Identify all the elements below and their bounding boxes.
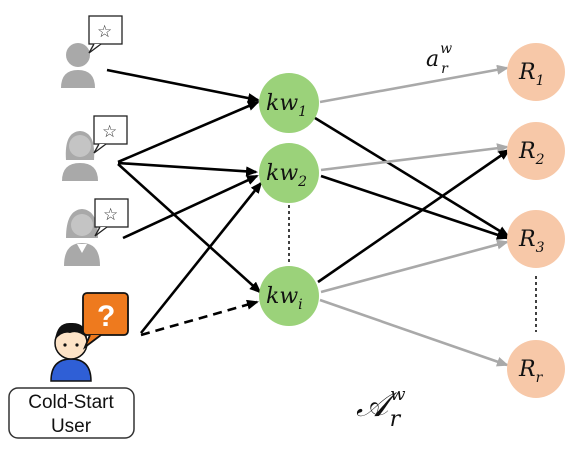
result-3-sub: 3: [536, 240, 545, 256]
keyword-node-1: kw1: [259, 73, 319, 133]
edge-kw2-r2: [320, 143, 509, 172]
keyword-i-sub: i: [298, 297, 302, 313]
result-node-1: R1: [507, 43, 565, 101]
keyword-i-base: kw: [266, 284, 298, 309]
keyword-node-i: kwi: [259, 266, 319, 326]
result-1-sub: 1: [536, 73, 545, 89]
result-1-base: R: [518, 60, 536, 85]
edge-kw2-r3: [320, 174, 509, 240]
svg-text:R3: R3: [518, 227, 545, 256]
rating-bubble-1: ☆: [88, 15, 123, 54]
edge-user2-kwi: [117, 163, 262, 294]
star-icon: ☆: [103, 205, 118, 225]
question-mark-icon: ?: [97, 300, 115, 333]
cold-start-line-1: Cold-Start: [28, 392, 114, 413]
user-avatar-2: [62, 131, 98, 181]
result-r-base: R: [518, 357, 536, 382]
user-to-keyword-edges: [106, 68, 263, 337]
star-icon: ☆: [97, 22, 112, 42]
rating-bubble-2: ☆: [93, 115, 128, 154]
rating-bubble-3: ☆: [94, 198, 129, 237]
edge-kwi-rr: [319, 298, 509, 367]
svg-text:kw1: kw1: [266, 91, 307, 120]
edge-user2-kw1: [117, 100, 260, 164]
edge-user3-kw2: [122, 174, 259, 240]
keyword-to-result-edges: [314, 64, 511, 367]
keyword-node-2: kw2: [259, 143, 319, 203]
keyword-1-base: kw: [266, 91, 298, 116]
result-2-base: R: [518, 139, 536, 164]
result-r-sub: r: [536, 370, 544, 386]
result-node-r: Rr: [507, 340, 565, 398]
keyword-1-sub: 1: [298, 104, 307, 120]
result-3-base: R: [518, 227, 536, 252]
question-bubble: ?: [82, 292, 129, 350]
svg-text:Rr: Rr: [518, 357, 544, 386]
edge-user2-kw2: [117, 161, 258, 177]
keyword-2-sub: 2: [297, 174, 307, 190]
cold-start-user-label: Cold-Start User: [8, 387, 135, 439]
edge-cold-kwi: [140, 299, 259, 337]
result-node-2: R2: [507, 122, 565, 180]
result-node-3: R3: [507, 210, 565, 268]
edge-kw1-r1: [319, 64, 509, 104]
edge-cold-kw2: [139, 181, 263, 334]
edge-kwi-r3: [320, 239, 509, 294]
star-icon: ☆: [102, 122, 117, 142]
keyword-2-base: kw: [266, 161, 298, 186]
edge-user1-kw1: [106, 68, 260, 103]
user-avatar-1: [61, 43, 95, 88]
svg-text:kwi: kwi: [266, 284, 303, 313]
cold-start-line-2: User: [51, 416, 92, 437]
result-2-sub: 2: [535, 152, 545, 168]
edge-kwi-r2: [317, 148, 511, 284]
svg-text:R2: R2: [518, 139, 545, 168]
user-avatar-3: [64, 209, 100, 266]
svg-text:kw2: kw2: [266, 161, 307, 190]
edge-kw1-r3: [314, 116, 510, 238]
svg-text:R1: R1: [518, 60, 545, 89]
